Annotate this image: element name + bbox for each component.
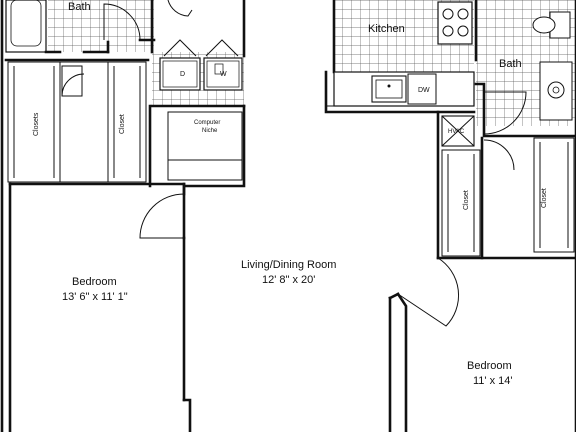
closet-label-left: Closet [119,114,126,134]
bath-right-door-swing [483,91,527,135]
living-name: Living/Dining Room [241,259,336,271]
vanity [539,61,573,121]
computer-niche-label-2: Niche [202,128,218,134]
dryer [159,57,201,91]
walls-left [0,0,246,432]
toilet [532,16,556,34]
bath-left-tile [48,0,154,52]
computer-niche-label-1: Computer [194,120,220,126]
bedroom-left-name: Bedroom [72,276,117,288]
dishwasher-label: DW [418,87,430,94]
living-dim: 12' 8" x 20' [262,274,315,286]
laundry-area [159,39,243,181]
computer-niche [167,111,243,181]
dishwasher [407,73,437,105]
bath-left [5,0,193,53]
bath-left-door-swing [103,3,141,41]
closets-label: Closets [33,112,40,136]
closet-label-right-2: Closet [541,188,548,208]
bedroom-right-dim: 11' x 14' [473,375,512,387]
bathtub [5,0,47,53]
closet-group-left [7,61,147,183]
bedroom-right-door-swing [397,257,459,327]
bedroom-left-dim: 13' 6" x 11' 1" [62,291,128,303]
hvac-closets [436,110,576,260]
hvac-label: HVAC [448,129,465,135]
bath-right-label: Bath [499,58,522,70]
bath-top-door-swing [167,0,193,17]
stove [437,1,473,45]
bath-left-label: Bath [68,1,91,13]
bedroom-right-name: Bedroom [467,360,512,372]
bedroom-left-door-swing [139,193,185,239]
closet-label-right-1: Closet [463,190,470,210]
dryer-label: D [180,71,185,78]
washer-label: W [220,71,227,78]
labels: Bath Kitchen Bath Closets Closet Closet … [33,1,548,387]
bath-right [474,0,576,432]
kitchen-label: Kitchen [368,23,405,35]
kitchen [324,0,476,114]
